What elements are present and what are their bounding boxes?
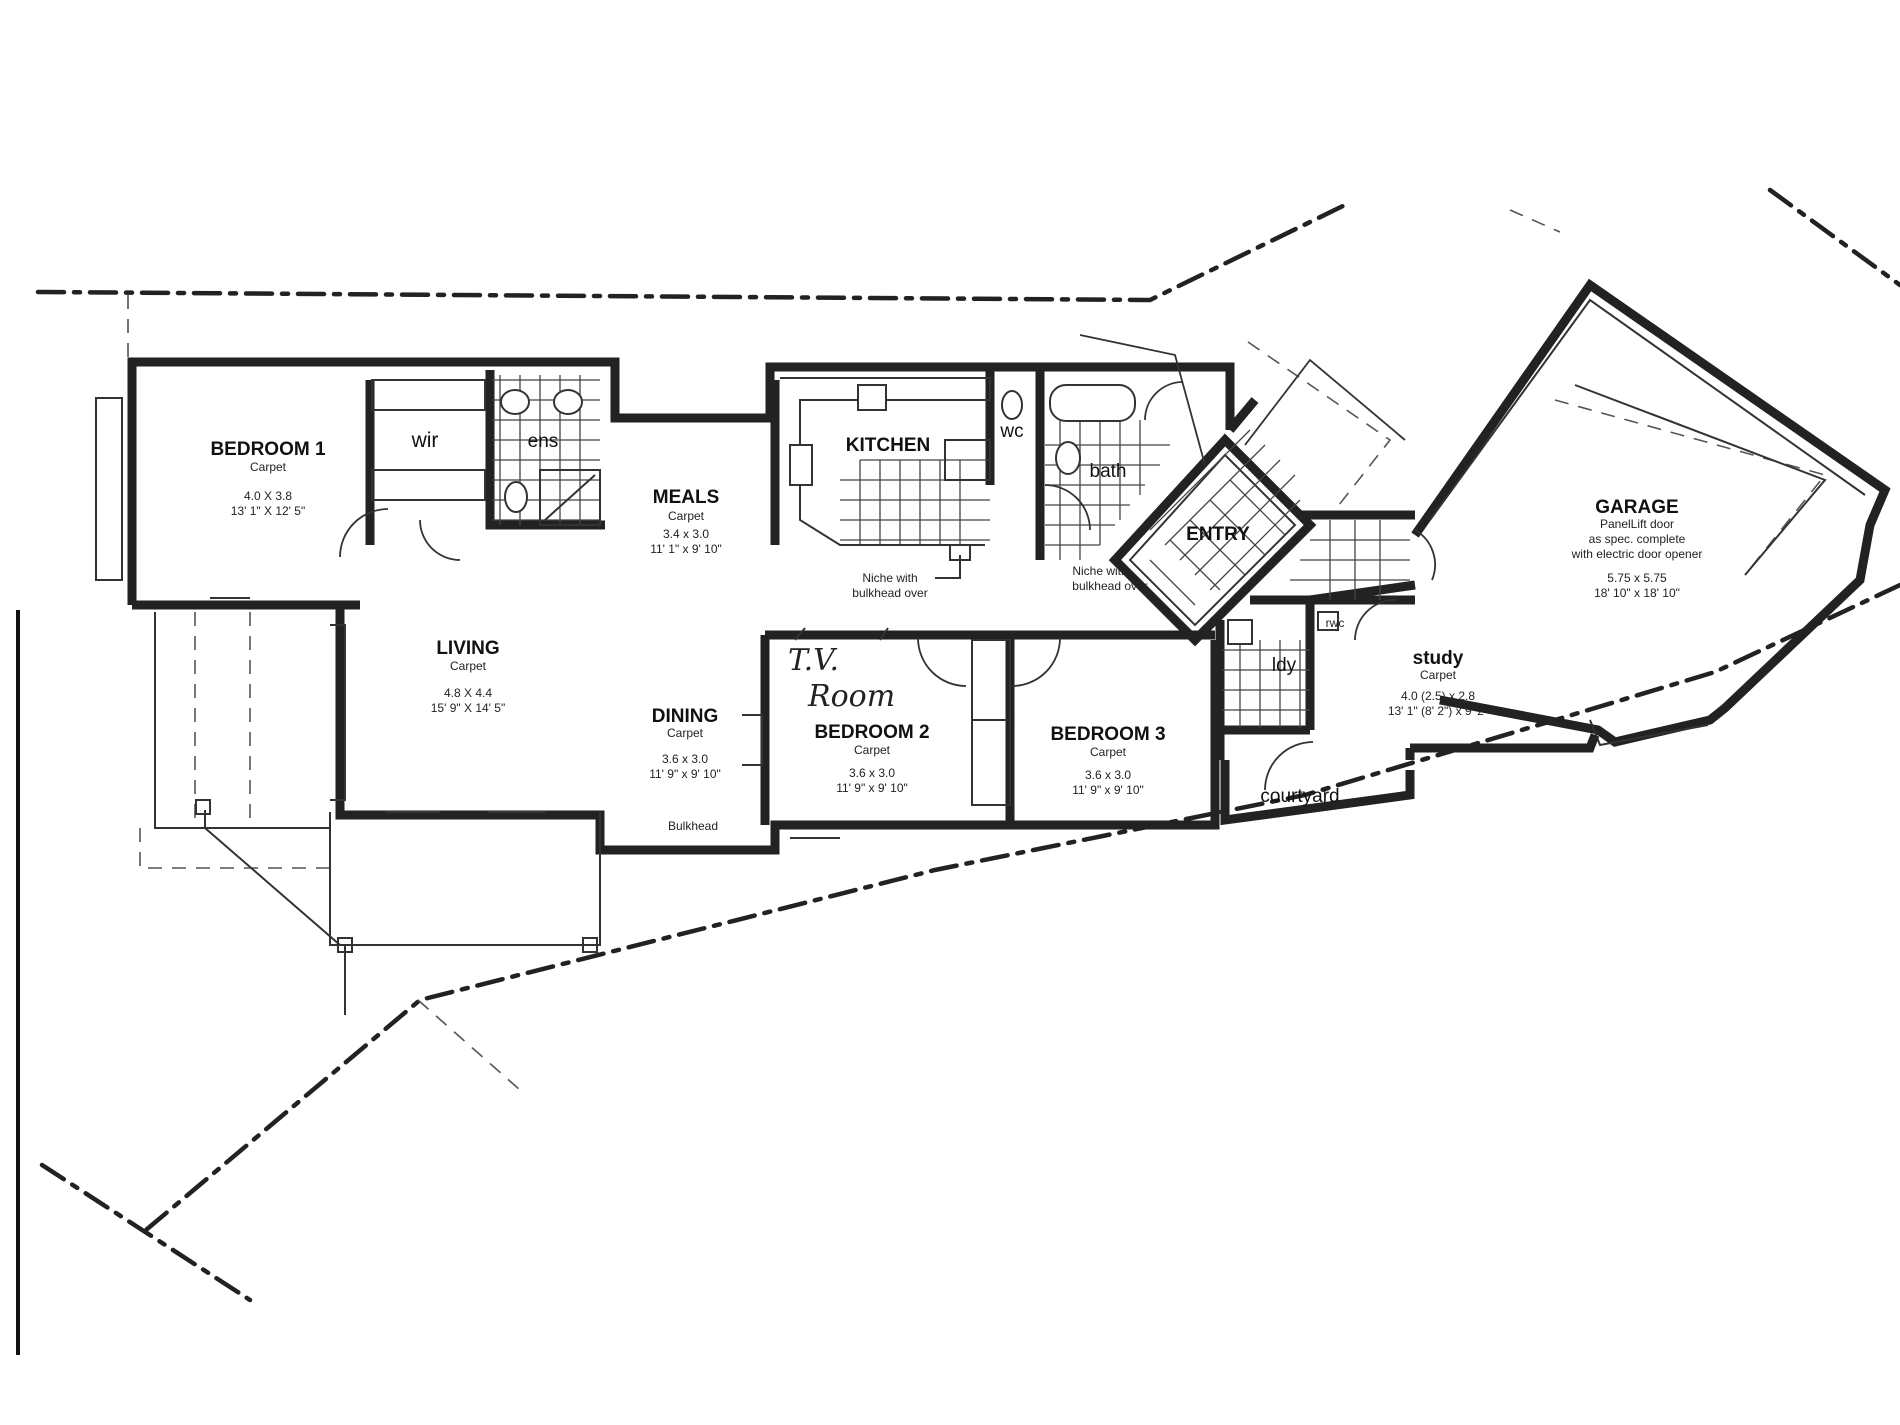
- garage-line1: PanelLift door: [1600, 517, 1674, 531]
- rwc-name: rwc: [1326, 616, 1345, 630]
- study-name: study: [1413, 648, 1464, 669]
- garage-metric: 5.75 x 5.75: [1607, 571, 1667, 585]
- bedroom3-finish: Carpet: [1090, 745, 1127, 759]
- bedroom3-imperial: 11' 9" x 9' 10": [1072, 783, 1144, 797]
- study-finish: Carpet: [1420, 668, 1457, 682]
- tiles-laundry: [1222, 640, 1310, 728]
- niche1-note-line2: bulkhead over: [852, 586, 927, 600]
- bedroom1-name: BEDROOM 1: [210, 439, 326, 460]
- dining-metric: 3.6 x 3.0: [662, 752, 708, 766]
- handwritten-tv: T.V.: [788, 643, 839, 678]
- wir-name: wir: [411, 429, 439, 452]
- ens-name: ens: [528, 431, 559, 452]
- living-finish: Carpet: [450, 659, 487, 673]
- niche2-note-line1: Niche with: [1072, 564, 1127, 578]
- meals-metric: 3.4 x 3.0: [663, 527, 709, 541]
- dining-finish: Carpet: [667, 726, 704, 740]
- house-walls: [127, 357, 1600, 855]
- garage-line2: as spec. complete: [1589, 532, 1686, 546]
- niche1-leader: [935, 555, 961, 579]
- meals-name: MEALS: [653, 487, 720, 508]
- wc-name: wc: [999, 421, 1023, 442]
- garage-structure: [1411, 278, 1891, 747]
- bedroom1-metric: 4.0 X 3.8: [244, 489, 292, 503]
- garage-imperial: 18' 10" x 18' 10": [1594, 586, 1680, 600]
- bulkhead-note: Bulkhead: [668, 819, 718, 833]
- niche1-note-line1: Niche with: [862, 571, 917, 585]
- dining-name: DINING: [652, 706, 719, 727]
- tiles-bath: [1045, 420, 1170, 560]
- construction-lines: [127, 209, 1827, 1091]
- living-name: LIVING: [436, 638, 499, 659]
- ldy-name: ldy: [1272, 655, 1297, 676]
- bedroom2-name: BEDROOM 2: [814, 722, 929, 743]
- dining-imperial: 11' 9" x 9' 10": [649, 767, 721, 781]
- study-imperial: 13' 1" (8' 2") x 9' 2": [1388, 704, 1488, 718]
- bedroom2-imperial: 11' 9" x 9' 10": [836, 781, 908, 795]
- garage-line3: with electric door opener: [1571, 547, 1703, 561]
- plan-notes: Niche with bulkhead over Niche with bulk…: [668, 555, 1148, 833]
- bedroom1-finish: Carpet: [250, 460, 287, 474]
- door-swings: [339, 334, 1436, 791]
- meals-imperial: 11' 1" x 9' 10": [650, 542, 722, 556]
- living-imperial: 15' 9" X 14' 5": [431, 701, 505, 715]
- courtyard-name: courtyard: [1260, 786, 1339, 807]
- property-boundary: [35, 187, 1900, 1303]
- patio: [95, 397, 601, 1015]
- meals-finish: Carpet: [668, 509, 705, 523]
- tiles-kitchen: [840, 459, 990, 545]
- niche2-note-line2: bulkhead over: [1072, 579, 1147, 593]
- bath-name: bath: [1090, 461, 1127, 482]
- entry-name: ENTRY: [1186, 524, 1250, 545]
- room-labels: BEDROOM 1 Carpet 4.0 X 3.8 13' 1" X 12' …: [210, 421, 1702, 807]
- bedroom1-imperial: 13' 1" X 12' 5": [231, 504, 305, 518]
- handwritten-annotation: T.V. Room: [788, 643, 895, 714]
- study-metric: 4.0 (2.5) x 2.8: [1401, 689, 1475, 703]
- kitchen-name: KITCHEN: [846, 435, 930, 456]
- bedroom3-metric: 3.6 x 3.0: [1085, 768, 1131, 782]
- garage-name: GARAGE: [1595, 497, 1678, 518]
- fixtures: [210, 377, 1339, 839]
- bedroom3-name: BEDROOM 3: [1050, 724, 1165, 745]
- handwritten-room: Room: [807, 679, 895, 714]
- living-metric: 4.8 X 4.4: [444, 686, 492, 700]
- tiles-ensuite: [492, 375, 600, 525]
- bedroom2-finish: Carpet: [854, 743, 891, 757]
- bedroom2-metric: 3.6 x 3.0: [849, 766, 895, 780]
- tiles-entry: [1149, 429, 1410, 606]
